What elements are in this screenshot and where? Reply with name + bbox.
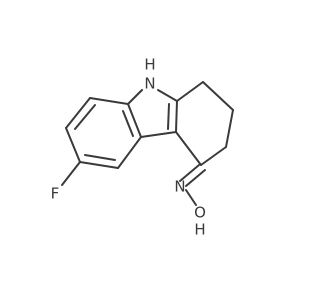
bond — [127, 89, 143, 105]
bond — [202, 81, 234, 111]
bond — [157, 89, 178, 102]
bond — [225, 109, 234, 148]
oxygen-label: O — [194, 204, 206, 222]
bond — [117, 136, 142, 169]
bond — [185, 169, 206, 187]
bond — [84, 154, 116, 161]
bond — [176, 81, 204, 102]
bond-lines — [61, 81, 234, 206]
bond — [167, 103, 170, 130]
bond — [175, 100, 178, 133]
fluorine-label: F — [51, 185, 60, 203]
bond — [89, 97, 129, 105]
bond — [79, 161, 119, 169]
bond — [74, 104, 96, 130]
bond — [200, 146, 227, 166]
bond — [179, 164, 200, 182]
bond — [175, 131, 202, 166]
hydroxyl-hydrogen-label: H — [194, 221, 205, 239]
bond — [65, 97, 91, 129]
bond — [185, 189, 197, 206]
nh-hydrogen-label: H — [144, 56, 155, 74]
bond — [61, 161, 81, 186]
bond — [140, 131, 177, 138]
atom-labels: H N F N O H — [51, 56, 206, 239]
nh-nitrogen-label: N — [144, 75, 155, 93]
bond — [127, 103, 142, 138]
molecule-structure: H N F N O H — [51, 56, 234, 239]
oxime-nitrogen-label: N — [174, 178, 185, 196]
bond — [122, 110, 134, 137]
bond — [65, 127, 81, 163]
